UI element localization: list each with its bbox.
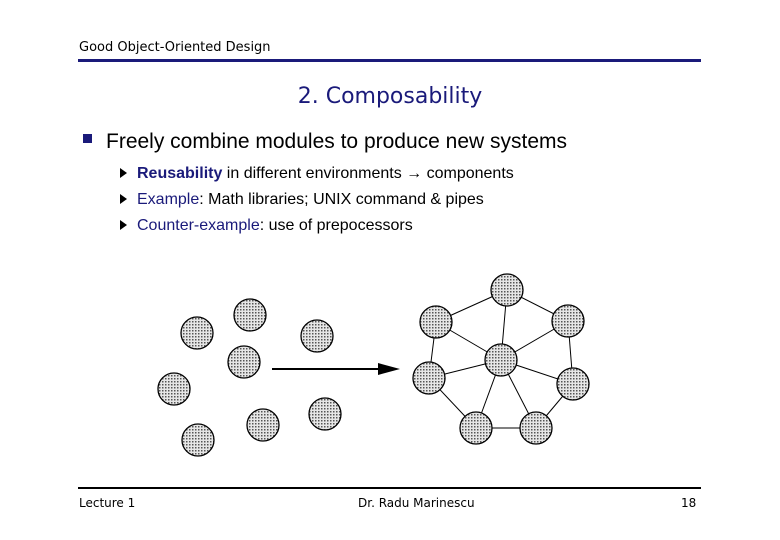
triangle-bullet-icon bbox=[120, 168, 127, 178]
module-node bbox=[300, 319, 334, 353]
sub-bullet-lead: Reusability bbox=[137, 165, 223, 182]
sub-bullet-counter-example: Counter-example: use of prepocessors bbox=[120, 217, 514, 243]
main-bullet-text: Freely combine modules to produce new sy… bbox=[106, 130, 568, 153]
module-node bbox=[227, 345, 261, 379]
sub-bullet-text: : use of prepocessors bbox=[259, 217, 413, 234]
footer-author: Dr. Radu Marinescu bbox=[358, 496, 475, 510]
header-rule bbox=[78, 59, 701, 62]
sub-bullet-text: in different environments → components bbox=[222, 165, 514, 182]
module-node bbox=[519, 411, 553, 445]
module-node bbox=[484, 343, 518, 377]
module-node bbox=[556, 367, 590, 401]
transform-arrow-icon bbox=[272, 363, 400, 375]
header-title: Good Object-Oriented Design bbox=[79, 40, 271, 55]
module-node bbox=[180, 316, 214, 350]
sub-bullet-reusability: Reusability in different environments → … bbox=[120, 165, 514, 191]
module-node bbox=[412, 361, 446, 395]
triangle-bullet-icon bbox=[120, 220, 127, 230]
module-node bbox=[157, 372, 191, 406]
composed-network bbox=[412, 273, 590, 445]
footer-rule bbox=[78, 487, 701, 489]
module-node bbox=[551, 304, 585, 338]
slide-title: 2. Composability bbox=[297, 84, 483, 109]
module-node bbox=[181, 423, 215, 457]
sub-bullet-example: Example: Math libraries; UNIX command & … bbox=[120, 191, 514, 217]
sub-bullet-text: : Math libraries; UNIX command & pipes bbox=[199, 191, 484, 208]
module-node bbox=[246, 408, 280, 442]
triangle-bullet-icon bbox=[120, 194, 127, 204]
sub-bullet-lead: Counter-example bbox=[137, 217, 260, 234]
footer-lecture: Lecture 1 bbox=[79, 496, 136, 510]
module-node bbox=[419, 305, 453, 339]
module-node bbox=[233, 298, 267, 332]
module-node bbox=[490, 273, 524, 307]
sub-bullet-list: Reusability in different environments → … bbox=[120, 165, 514, 243]
page-number: 18 bbox=[681, 496, 697, 510]
module-node bbox=[308, 397, 342, 431]
module-node bbox=[459, 411, 493, 445]
square-bullet-icon bbox=[83, 134, 92, 143]
scattered-modules bbox=[157, 298, 342, 457]
main-bullet: Freely combine modules to produce new sy… bbox=[83, 130, 567, 154]
sub-bullet-lead: Example bbox=[137, 191, 200, 208]
